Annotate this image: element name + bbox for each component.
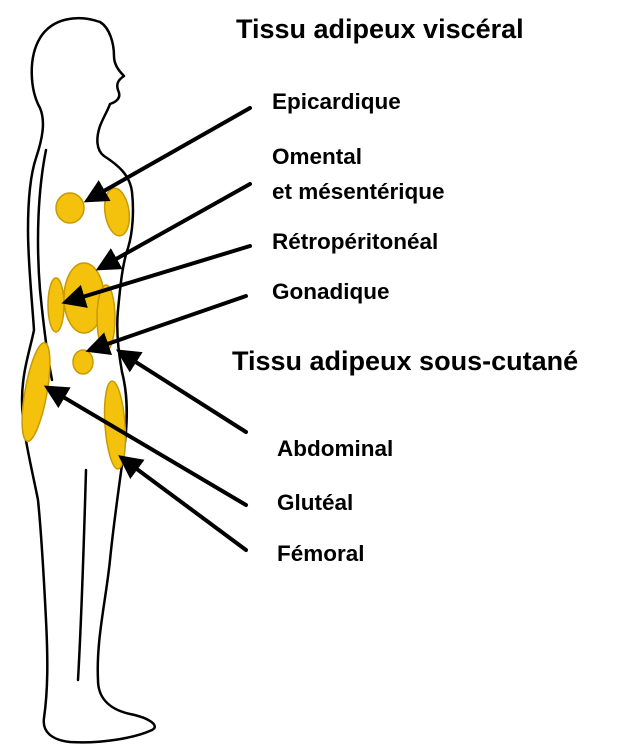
gonadal-fat-deposit	[73, 350, 93, 374]
arrow-gluteal	[48, 388, 246, 505]
visceral-heading: Tissu adipeux viscéral	[236, 14, 524, 45]
label-omental-mesenterique: Omental et mésentérique	[272, 140, 445, 210]
arrow-epicardique	[88, 108, 250, 200]
label-abdominal: Abdominal	[277, 432, 393, 467]
label-femoral: Fémoral	[277, 537, 365, 572]
arrow-femoral	[122, 458, 246, 550]
subcutaneous-heading: Tissu adipeux sous-cutané	[232, 346, 578, 377]
label-gonadique: Gonadique	[272, 275, 390, 310]
label-epicardique: Epicardique	[272, 85, 401, 120]
breast-subcutaneous-fat-deposit	[102, 187, 132, 238]
retroperitoneal-fat-deposit	[48, 278, 64, 332]
label-retroperitoneal: Rétropéritonéal	[272, 225, 438, 260]
arrow-abdominal	[120, 352, 246, 432]
leg-outline	[78, 470, 86, 680]
label-gluteal: Glutéal	[277, 486, 353, 521]
epicardial-fat-deposit	[56, 193, 84, 223]
femoral-fat-deposit	[102, 380, 128, 469]
